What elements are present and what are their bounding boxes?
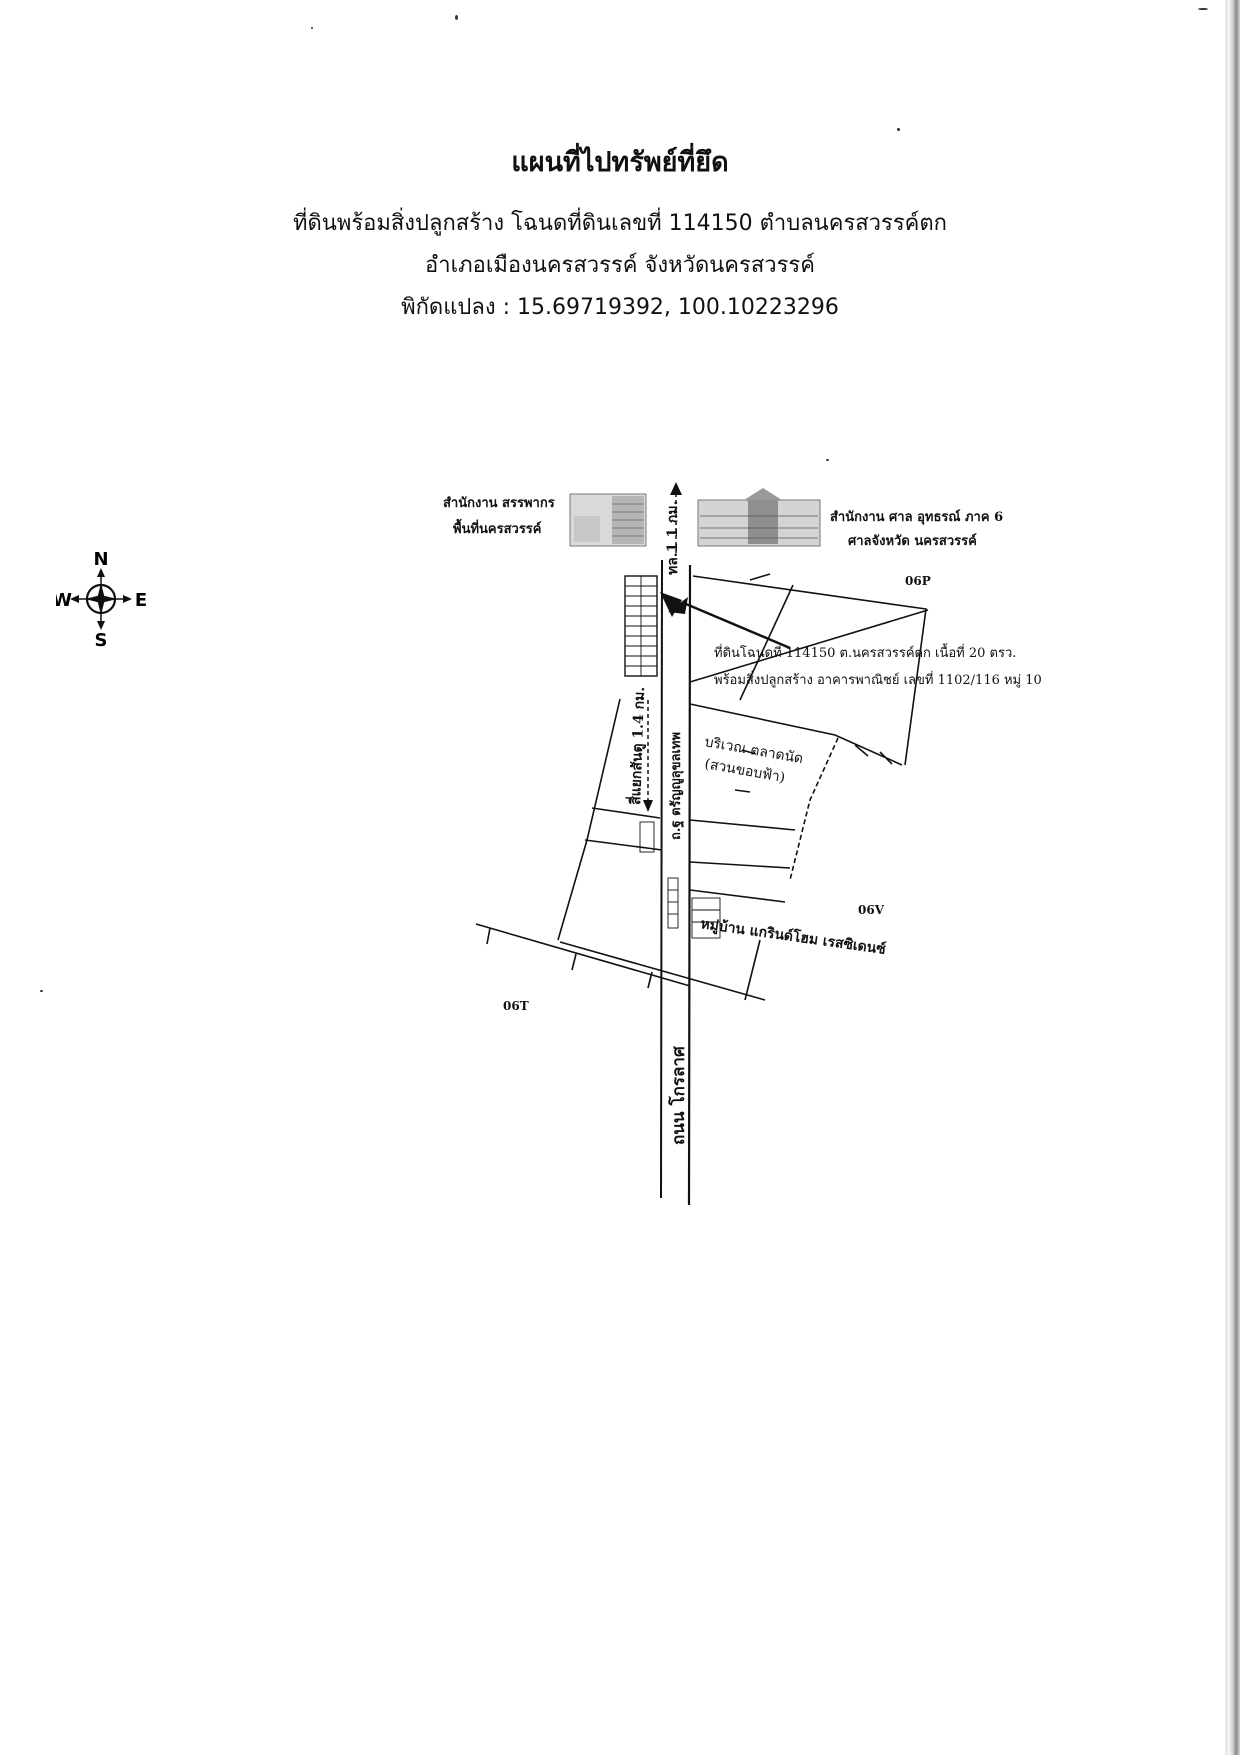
tick bbox=[741, 749, 757, 755]
parcel-divider bbox=[689, 703, 903, 766]
scan-speck bbox=[40, 990, 43, 992]
side-road-label: ถ.ฐ ตรัญญูลุขลเทพ bbox=[669, 732, 685, 840]
property-coordinates: พิกัดแปลง : 15.69719392, 100.10223296 bbox=[401, 295, 839, 320]
parcel-divider bbox=[689, 861, 791, 869]
target-parcel-marker bbox=[660, 592, 791, 650]
compass-east-label: E bbox=[135, 590, 147, 611]
compass-south-label: S bbox=[95, 630, 108, 648]
village-houses bbox=[639, 821, 721, 939]
tick bbox=[854, 744, 869, 757]
revenue-office-label-line1: สำนักงาน สรรพากร bbox=[443, 496, 555, 511]
court-office-building-icon bbox=[697, 488, 821, 547]
scan-speck bbox=[311, 27, 313, 29]
tick bbox=[486, 927, 491, 945]
parcel-divider bbox=[584, 839, 663, 851]
revenue-office-label-line2: พื้นที่นครสวรรค์ bbox=[453, 522, 542, 537]
property-description: ที่ดินพร้อมสิ่งปลูกสร้าง โฉนดที่ดินเลขที… bbox=[293, 211, 947, 236]
parcel-divider bbox=[689, 819, 796, 831]
scan-speck bbox=[1198, 8, 1208, 10]
zone-06v-label: 06V bbox=[858, 903, 885, 917]
scan-edge-shadow bbox=[1225, 0, 1228, 1755]
market-east-boundary bbox=[789, 737, 839, 881]
south-direction-arrow bbox=[643, 700, 653, 812]
village-label: หมู่บ้าน แกรินด์โฮม เรสซิเดนซ์ bbox=[699, 914, 887, 958]
main-road-label: ถนน โกรลาศ bbox=[668, 1045, 689, 1145]
target-parcel-label-line1: ที่ดินโฉนดที่ 114150 ต.นครสวรรค์ตก เนื้อ… bbox=[714, 646, 1017, 661]
tick bbox=[744, 939, 761, 1001]
compass-north-label: N bbox=[93, 549, 108, 570]
scan-speck bbox=[826, 459, 829, 461]
court-office-label-line1: สำนักงาน ศาล อุทธรณ์ ภาค 6 bbox=[830, 510, 1004, 525]
parcel-divider bbox=[591, 807, 661, 819]
distance-north-label: ทล.1 1 กม. bbox=[665, 501, 681, 576]
compass-west-label: W bbox=[56, 590, 72, 611]
court-office-label-line2: ศาลจังหวัด นครสวรรค์ bbox=[848, 534, 977, 549]
scan-edge bbox=[1228, 0, 1240, 1755]
tick bbox=[647, 971, 653, 989]
parcel-divider bbox=[689, 889, 786, 903]
shophouse-row bbox=[624, 575, 658, 677]
lower-road-edge-north bbox=[475, 923, 691, 987]
parcel-divider bbox=[689, 609, 929, 683]
property-district: อำเภอเมืองนครสวรรค์ จังหวัดนครสวรรค์ bbox=[425, 253, 815, 278]
junction-distance-label: สี่แยกสันตู 1.4 กม. bbox=[625, 686, 648, 805]
parcel-06p-boundary bbox=[692, 575, 927, 766]
target-parcel-label-line2: พร้อมสิ่งปลูกสร้าง อาคารพาณิชย์ เลขที่ 1… bbox=[714, 673, 1042, 688]
north-direction-arrow bbox=[670, 482, 682, 555]
tick bbox=[734, 789, 751, 793]
compass-rose-icon: N S E W bbox=[56, 549, 147, 648]
document-header: แผนที่ไปทรัพย์ที่ยึด ที่ดินพร้อมสิ่งปลูก… bbox=[0, 140, 1240, 329]
page-title: แผนที่ไปทรัพย์ที่ยึด bbox=[511, 147, 729, 178]
parcel-boundaries bbox=[475, 559, 929, 1206]
revenue-office-building-icon bbox=[569, 493, 647, 547]
tick bbox=[749, 573, 771, 581]
lower-road-edge-south bbox=[559, 941, 766, 1001]
main-road-edge-west bbox=[660, 559, 663, 1199]
scan-speck bbox=[455, 15, 458, 20]
parcel-west-boundary bbox=[557, 698, 621, 941]
scan-speck bbox=[897, 128, 900, 131]
tick bbox=[879, 751, 893, 765]
zone-06p-label: 06P bbox=[905, 574, 931, 588]
main-road-edge-east bbox=[687, 564, 692, 1206]
zone-06t-label: 06T bbox=[503, 999, 529, 1013]
tick bbox=[571, 953, 577, 971]
parcel-divider bbox=[739, 584, 794, 701]
